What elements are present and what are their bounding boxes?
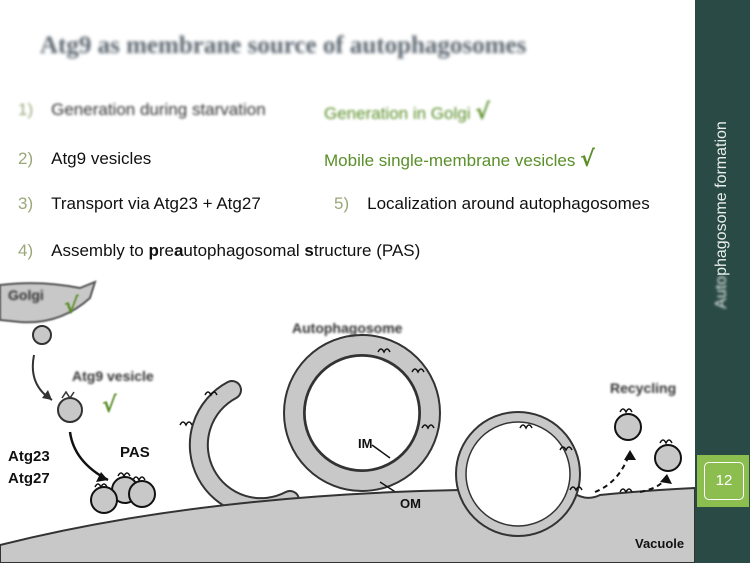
check-mark-icon: √ [580,147,595,172]
pas-vesicle [90,486,118,514]
list-item-3: 3) Transport via Atg23 + Atg27 [18,194,261,214]
list-item-text: Generation during starvation [51,100,266,119]
budding-vesicle [32,325,52,345]
note-text: Mobile single-membrane vesicles [324,151,576,170]
list-item-text: Assembly to preautophagosomal structure … [51,241,421,260]
sidebar-title: Autophagosome formation [713,121,730,309]
phagophore-membrane [190,382,298,516]
golgi-membrane [0,280,97,324]
list-item-number: 3) [18,194,34,213]
list-item-text: Transport via Atg23 + Atg27 [51,194,261,213]
pas-vesicle [128,480,156,508]
list-item-number: 2) [18,149,34,168]
vacuole-label: Vacuole [635,536,685,551]
pas-label: PAS [120,444,150,461]
note-golgi: Generation in Golgi √ [324,100,490,125]
atg9-vesicle-label: Atg9 vesicle [72,368,154,384]
check-mark-icon: √ [475,100,490,125]
recycling-label: Recycling [610,380,677,396]
list-item-number: 5) [334,194,350,213]
note-text: Generation in Golgi [324,104,471,123]
list-item-text: Localization around autophagosomes [367,194,650,213]
autophagosome-label: Autophagosome [292,320,403,336]
autophagosome-membrane [285,336,439,490]
recycling-vesicle [654,444,682,472]
list-item-number: 1) [18,100,34,119]
golgi-check-icon: √ [64,294,79,319]
arrow-recycling [594,451,631,493]
arrow-transport [68,431,109,482]
list-item-1: 1) Generation during starvation [18,100,266,120]
note-mobile-vesicles: Mobile single-membrane vesicles √ [324,147,595,172]
atg27-label: Atg27 [8,470,50,487]
atg9-check-icon: √ [102,393,117,418]
om-label: OM [400,496,421,511]
autophagosome-diagram [0,280,695,563]
slide-title: Atg9 as membrane source of autophagosome… [40,32,527,59]
atg23-label: Atg23 [8,448,50,465]
list-item-4: 4) Assembly to preautophagosomal structur… [18,241,420,261]
recycling-vesicle [614,413,642,441]
list-item-5: 5) Localization around autophagosomes [334,194,650,214]
list-item-text: Atg9 vesicles [51,149,152,168]
atg9-vesicle [57,397,83,423]
list-item-number: 4) [18,241,34,260]
im-label: IM [358,436,373,451]
golgi-label: Golgi [8,287,44,303]
page-number: 12 [704,462,744,500]
list-item-2: 2) Atg9 vesicles [18,149,151,169]
